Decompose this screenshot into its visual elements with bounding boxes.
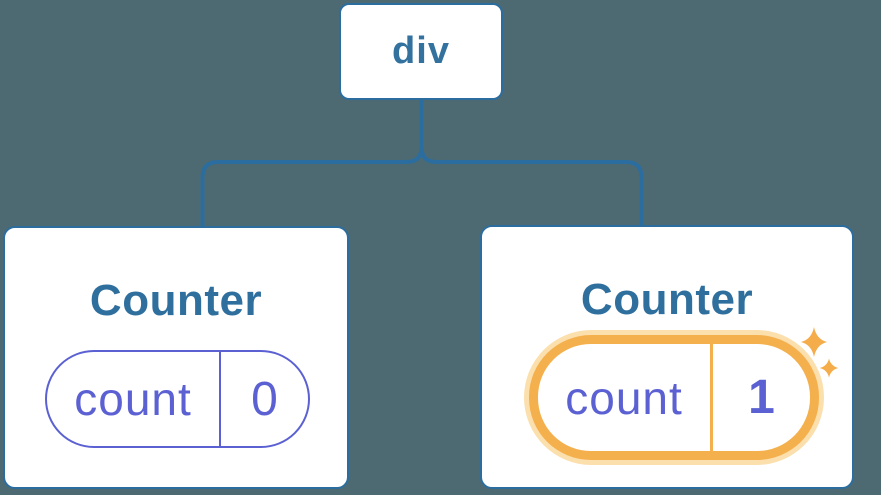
- state-label: count: [74, 373, 192, 425]
- counter-card-2: Counter count 1: [480, 225, 854, 489]
- sparkle-icon-large: [801, 327, 827, 357]
- component-title: Counter: [580, 275, 754, 324]
- state-pill: count 1: [538, 344, 810, 451]
- state-value: 1: [748, 371, 775, 424]
- component-title: Counter: [89, 276, 263, 325]
- connector-right-branch: [419, 100, 644, 226]
- state-label: count: [565, 371, 683, 424]
- pill-divider: [710, 344, 713, 451]
- root-div-node: div: [339, 3, 503, 100]
- counter-card-1: Counter count 0: [3, 226, 349, 489]
- pill-divider: [219, 352, 221, 446]
- state-pill: count 0: [45, 350, 310, 448]
- state-value: 0: [251, 372, 278, 426]
- root-node-label: div: [392, 30, 450, 72]
- connector-left-branch: [200, 100, 424, 227]
- sparkles-icon: [801, 327, 839, 378]
- state-pill-highlight-ring: count 1: [529, 335, 819, 460]
- sparkle-icon-small: [819, 358, 839, 378]
- state-pill-highlight: count 1: [524, 330, 824, 465]
